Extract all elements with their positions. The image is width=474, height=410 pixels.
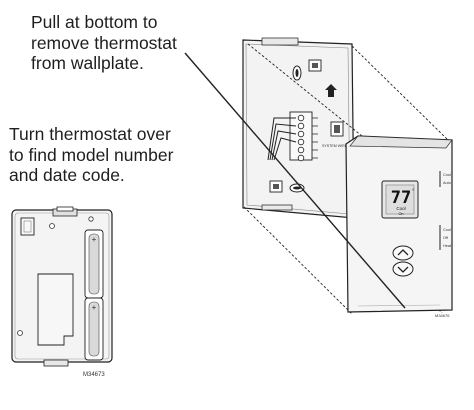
battery-plus-icon: + xyxy=(92,235,97,244)
caption-line: from wallplate. xyxy=(31,53,144,73)
side-label: Cool xyxy=(443,228,451,232)
display-mode: Cool xyxy=(396,206,405,211)
caption-line: Pull at bottom to xyxy=(31,12,158,32)
wallplate: SYSTEM WIRING xyxy=(242,37,355,219)
wires xyxy=(267,117,297,161)
caption-pull-thermostat: Pull at bottom to remove thermostat from… xyxy=(31,12,177,74)
caption-line: remove thermostat xyxy=(31,32,177,53)
side-label: Heat xyxy=(443,244,452,248)
caption-turn-over: Turn thermostat over to find model numbe… xyxy=(9,124,173,186)
wiring-label: SYSTEM WIRING xyxy=(322,144,351,148)
chevron-down-icon xyxy=(397,266,409,273)
terminal-screws xyxy=(297,114,305,162)
battery-plus-icon: + xyxy=(92,303,97,312)
degree-symbol: ° xyxy=(412,189,415,195)
side-label: Cool xyxy=(443,173,451,177)
figure-code-right: M34676 xyxy=(435,313,450,318)
thermostat-back: + + M34673 xyxy=(11,206,113,378)
figure-code-left: M34673 xyxy=(83,372,105,378)
thermostat-front: 77 ° Cool On Cool Auto Cool Off Heat M34… xyxy=(345,135,453,318)
caption-line: and date code. xyxy=(9,165,125,185)
up-button[interactable] xyxy=(392,245,414,261)
display-temperature: 77 xyxy=(391,188,411,208)
down-button[interactable] xyxy=(392,261,414,277)
chevron-up-icon xyxy=(397,249,409,256)
display-mode-sub: On xyxy=(398,212,403,216)
caption-line: Turn thermostat over xyxy=(9,124,171,144)
side-label: Off xyxy=(443,236,449,240)
side-label: Auto xyxy=(443,181,451,185)
up-arrow-icon xyxy=(325,84,337,97)
leader-line xyxy=(184,52,406,309)
caption-line: to find model number xyxy=(9,144,174,165)
